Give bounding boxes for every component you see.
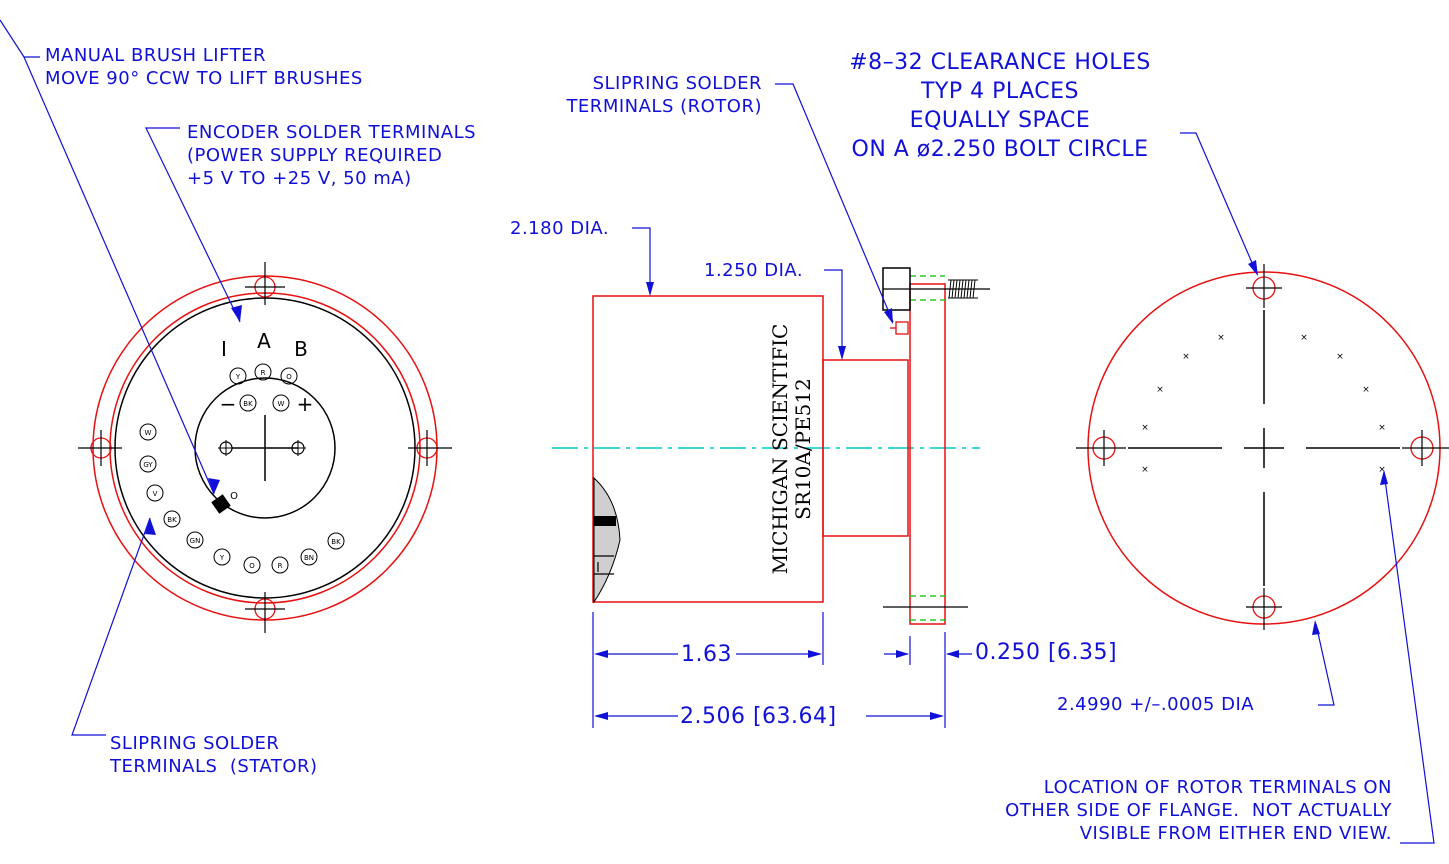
- encoder-terminal: Y: [229, 367, 247, 385]
- left-shaft-circle: [194, 377, 336, 519]
- svg-text:×: ×: [1300, 333, 1308, 343]
- side-view-dimensions: [592, 83, 972, 728]
- encoder-terminal: BK: [239, 394, 257, 412]
- pilot-diameter-label: 2.4990 +/–.0005 DIA: [1057, 694, 1255, 715]
- svg-text:×: ×: [1182, 352, 1190, 362]
- stator-terminal: BK: [327, 532, 345, 550]
- encoder-minus: −: [220, 392, 237, 416]
- encoder-channel-i: I: [221, 337, 227, 361]
- stator-terminal: GY: [139, 455, 157, 473]
- svg-text:×: ×: [1378, 423, 1386, 433]
- shaft-diameter-label: 1.250 DIA.: [704, 260, 804, 281]
- svg-text:Y: Y: [219, 554, 225, 562]
- shaft-mark: O: [230, 491, 238, 502]
- svg-text:BK: BK: [167, 516, 177, 524]
- encoder-terminal: R: [254, 363, 272, 381]
- rotor-location-note: LOCATION OF ROTOR TERMINALS ON OTHER SID…: [1005, 777, 1392, 844]
- clearance-holes-note: #8–32 CLEARANCE HOLES TYP 4 PLACES EQUAL…: [849, 50, 1151, 162]
- encoder-channel-a: A: [257, 329, 271, 353]
- overall-length-dimension: 2.506 [63.64]: [680, 704, 837, 729]
- shaft-section: [822, 359, 909, 537]
- rotor-terminal: [890, 321, 909, 335]
- svg-text:Y: Y: [235, 373, 241, 381]
- body-text-model: SR10A/PE512: [791, 378, 815, 520]
- right-view-leaders: [1180, 132, 1435, 844]
- left-view-leaders: [0, 19, 242, 736]
- stator-terminal: V: [146, 484, 164, 502]
- svg-text:R: R: [278, 562, 283, 570]
- encoder-plus: +: [297, 392, 314, 416]
- flange-thickness-dimension: 0.250 [6.35]: [975, 640, 1118, 665]
- bolt-head: [882, 267, 911, 311]
- body-text-manufacturer: MICHIGAN SCIENTIFIC: [768, 324, 792, 575]
- svg-text:×: ×: [1156, 385, 1164, 395]
- side-view: MICHIGAN SCIENTIFIC SR10A/PE512: [552, 267, 990, 625]
- svg-text:O: O: [286, 373, 292, 381]
- stator-terminal: W: [139, 423, 157, 441]
- svg-text:×: ×: [1141, 465, 1149, 475]
- svg-text:V: V: [153, 490, 158, 498]
- svg-text:GN: GN: [190, 537, 201, 545]
- encoder-channel-b: B: [294, 337, 308, 361]
- body-length-dimension: 1.63: [681, 642, 732, 667]
- flange: [909, 283, 946, 625]
- rotor-terminals-note: SLIPRING SOLDER TERMINALS (ROTOR): [566, 73, 762, 117]
- stator-terminal: Y: [213, 548, 231, 566]
- svg-text:W: W: [278, 400, 285, 408]
- svg-text:BN: BN: [304, 554, 314, 562]
- svg-text:×: ×: [1336, 352, 1344, 362]
- cutaway-section: [593, 476, 621, 604]
- stator-terminal: R: [271, 556, 289, 574]
- svg-text:×: ×: [1362, 385, 1370, 395]
- brush-lifter-note: MANUAL BRUSH LIFTER MOVE 90° CCW TO LIFT…: [45, 45, 363, 89]
- svg-text:GY: GY: [143, 461, 153, 469]
- left-end-view: I A B Y R O − BK W + W GY V BK GN: [78, 262, 452, 633]
- svg-text:×: ×: [1217, 333, 1225, 343]
- svg-text:BK: BK: [331, 538, 341, 546]
- svg-text:BK: BK: [243, 400, 253, 408]
- svg-text:W: W: [145, 429, 152, 437]
- encoder-terminal: O: [280, 367, 298, 385]
- body-diameter-label: 2.180 DIA.: [510, 218, 610, 239]
- encoder-terminals-note: ENCODER SOLDER TERMINALS (POWER SUPPLY R…: [187, 122, 477, 189]
- brush-lifter-block: [211, 494, 231, 514]
- stator-terminal: BK: [163, 510, 181, 528]
- stator-terminal: GN: [186, 531, 204, 549]
- svg-text:×: ×: [1141, 423, 1149, 433]
- right-end-view: × × × × × × × × × ×: [1076, 264, 1449, 630]
- encoder-terminal: W: [272, 394, 290, 412]
- svg-text:×: ×: [1378, 465, 1386, 475]
- svg-text:O: O: [249, 562, 255, 570]
- stator-terminals-note: SLIPRING SOLDER TERMINALS (STATOR): [110, 733, 318, 777]
- bolt-thread: [948, 279, 978, 299]
- rotor-terminal-marks: × × × × × × × × × ×: [1141, 333, 1386, 475]
- stator-terminal: O: [243, 556, 261, 574]
- stator-terminal: BN: [300, 548, 318, 566]
- svg-text:R: R: [261, 369, 266, 377]
